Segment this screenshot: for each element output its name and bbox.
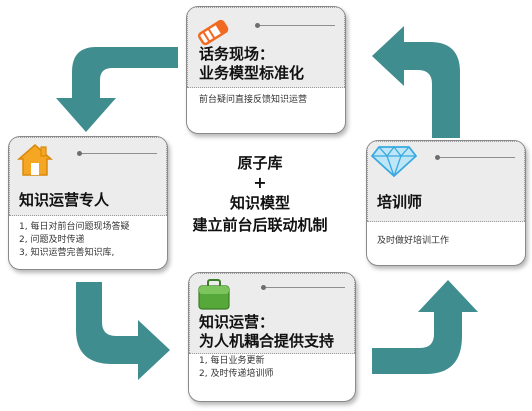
cycle-arrow-bottom-left-shape (76, 282, 170, 380)
card-right-header-dot (435, 155, 440, 160)
cycle-arrow-top-left-shape (56, 47, 178, 132)
card-left: 知识运营专人 1, 每日对前台问题现场答疑 2, 问题及时传递 3, 知识运营完… (8, 136, 168, 270)
cycle-arrow-bottom-right-shape (372, 280, 478, 374)
card-left-header-dot (77, 151, 82, 156)
card-top: 话务现场： 业务模型标准化 前台疑问直接反馈知识运营 (186, 6, 346, 134)
card-left-header-line (81, 153, 157, 154)
center-plus: + (253, 173, 267, 192)
card-top-title-line1: 话务现场： (199, 45, 275, 63)
card-top-body: 前台疑问直接反馈知识运营 (199, 94, 307, 107)
briefcase-icon (198, 279, 230, 310)
card-top-header-dot (255, 23, 260, 28)
card-right-body: 及时做好培训工作 (377, 235, 449, 248)
card-right-title: 培训师 (377, 193, 423, 211)
card-right-body-line: 及时做好培训工作 (377, 236, 450, 246)
card-bottom-body: 1, 每日业务更新 2, 及时传递培训师 (199, 355, 273, 381)
card-left-body-line-3: 3, 知识运营完善知识库, (19, 248, 115, 258)
card-bottom-body-line-1: 1, 每日业务更新 (199, 356, 265, 366)
card-bottom-header-line (265, 287, 345, 288)
card-right: 培训师 及时做好培训工作 (366, 140, 526, 266)
card-left-body-line-1: 1, 每日对前台问题现场答疑 (19, 222, 130, 232)
center-label: 原子库 + 知识模型 建立前台后联动机制 (175, 152, 345, 236)
house-icon (17, 144, 53, 176)
card-top-body-line: 前台疑问直接反馈知识运营 (199, 95, 308, 105)
diamond-icon (371, 145, 417, 177)
card-top-header (187, 7, 345, 88)
center-line-3: 建立前台后联动机制 (192, 216, 328, 234)
card-top-header-line (259, 25, 335, 26)
card-bottom: 知识运营： 为人机耦合提供支持 1, 每日业务更新 2, 及时传递培训师 (188, 272, 356, 402)
card-bottom-title: 知识运营： 为人机耦合提供支持 (199, 313, 334, 351)
card-top-title: 话务现场： 业务模型标准化 (199, 45, 304, 83)
card-right-header-line (439, 157, 515, 158)
card-bottom-header-dot (261, 285, 266, 290)
card-top-title-line2: 业务模型标准化 (199, 63, 305, 82)
pencil-icon (197, 19, 229, 46)
card-left-title: 知识运营专人 (19, 191, 110, 209)
card-left-body-line-2: 2, 问题及时传递 (19, 235, 85, 245)
card-bottom-title-line1: 知识运营： (199, 313, 275, 331)
center-line-1: 原子库 (237, 154, 283, 172)
card-left-body: 1, 每日对前台问题现场答疑 2, 问题及时传递 3, 知识运营完善知识库, (19, 221, 129, 260)
center-line-2: 知识模型 (229, 194, 290, 212)
card-bottom-body-line-2: 2, 及时传递培训师 (199, 369, 274, 379)
cycle-arrow-top-right-shape (372, 26, 460, 138)
card-bottom-title-line2: 为人机耦合提供支持 (199, 331, 335, 350)
card-bottom-header (189, 273, 355, 354)
